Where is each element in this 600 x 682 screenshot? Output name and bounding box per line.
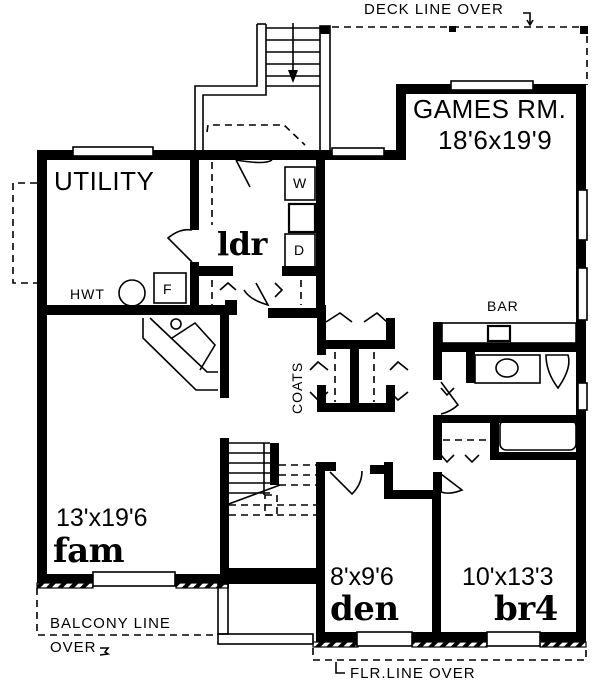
utility-room-name: UTILITY <box>54 166 155 196</box>
bar-label: BAR <box>487 298 519 314</box>
bifold-doors <box>211 162 490 464</box>
balcony-line-note-2: OVER <box>50 639 97 656</box>
furnace-label: F <box>163 281 172 297</box>
fireplace <box>142 317 218 391</box>
games-room-dims: 18'6x19'9 <box>438 125 553 155</box>
hwt-label: HWT <box>70 286 105 302</box>
deck-line <box>332 12 588 85</box>
balcony-line-note-1: BALCONY LINE <box>50 615 171 632</box>
games-room-name: GAMES RM. <box>413 94 567 124</box>
stair-down <box>225 442 318 516</box>
family-room-dims: 13'x19'6 <box>56 504 148 532</box>
floor-line-note: FLR.LINE OVER <box>350 665 476 682</box>
bedroom4-name: br4 <box>494 589 558 629</box>
utility-bump-line <box>12 182 37 284</box>
laundry-appliances <box>284 166 317 268</box>
washer-label: W <box>293 175 307 191</box>
dryer-label: D <box>294 242 305 258</box>
stair-top <box>194 23 331 153</box>
floor-line <box>312 648 587 674</box>
bedroom4-dims: 10'x13'3 <box>462 563 554 591</box>
bar-bath-fixtures <box>441 322 577 451</box>
den-dims: 8'x9'6 <box>330 563 394 591</box>
den-name: den <box>330 589 399 629</box>
deck-line-note: DECK LINE OVER <box>364 1 504 18</box>
balcony-line <box>36 583 314 656</box>
family-room-name: fam <box>53 531 125 571</box>
laundry-room-name: ldr <box>217 225 267 263</box>
coats-label: COATS <box>289 361 305 414</box>
doors <box>166 159 464 496</box>
utility-fixtures <box>118 272 187 307</box>
windows <box>72 80 588 647</box>
